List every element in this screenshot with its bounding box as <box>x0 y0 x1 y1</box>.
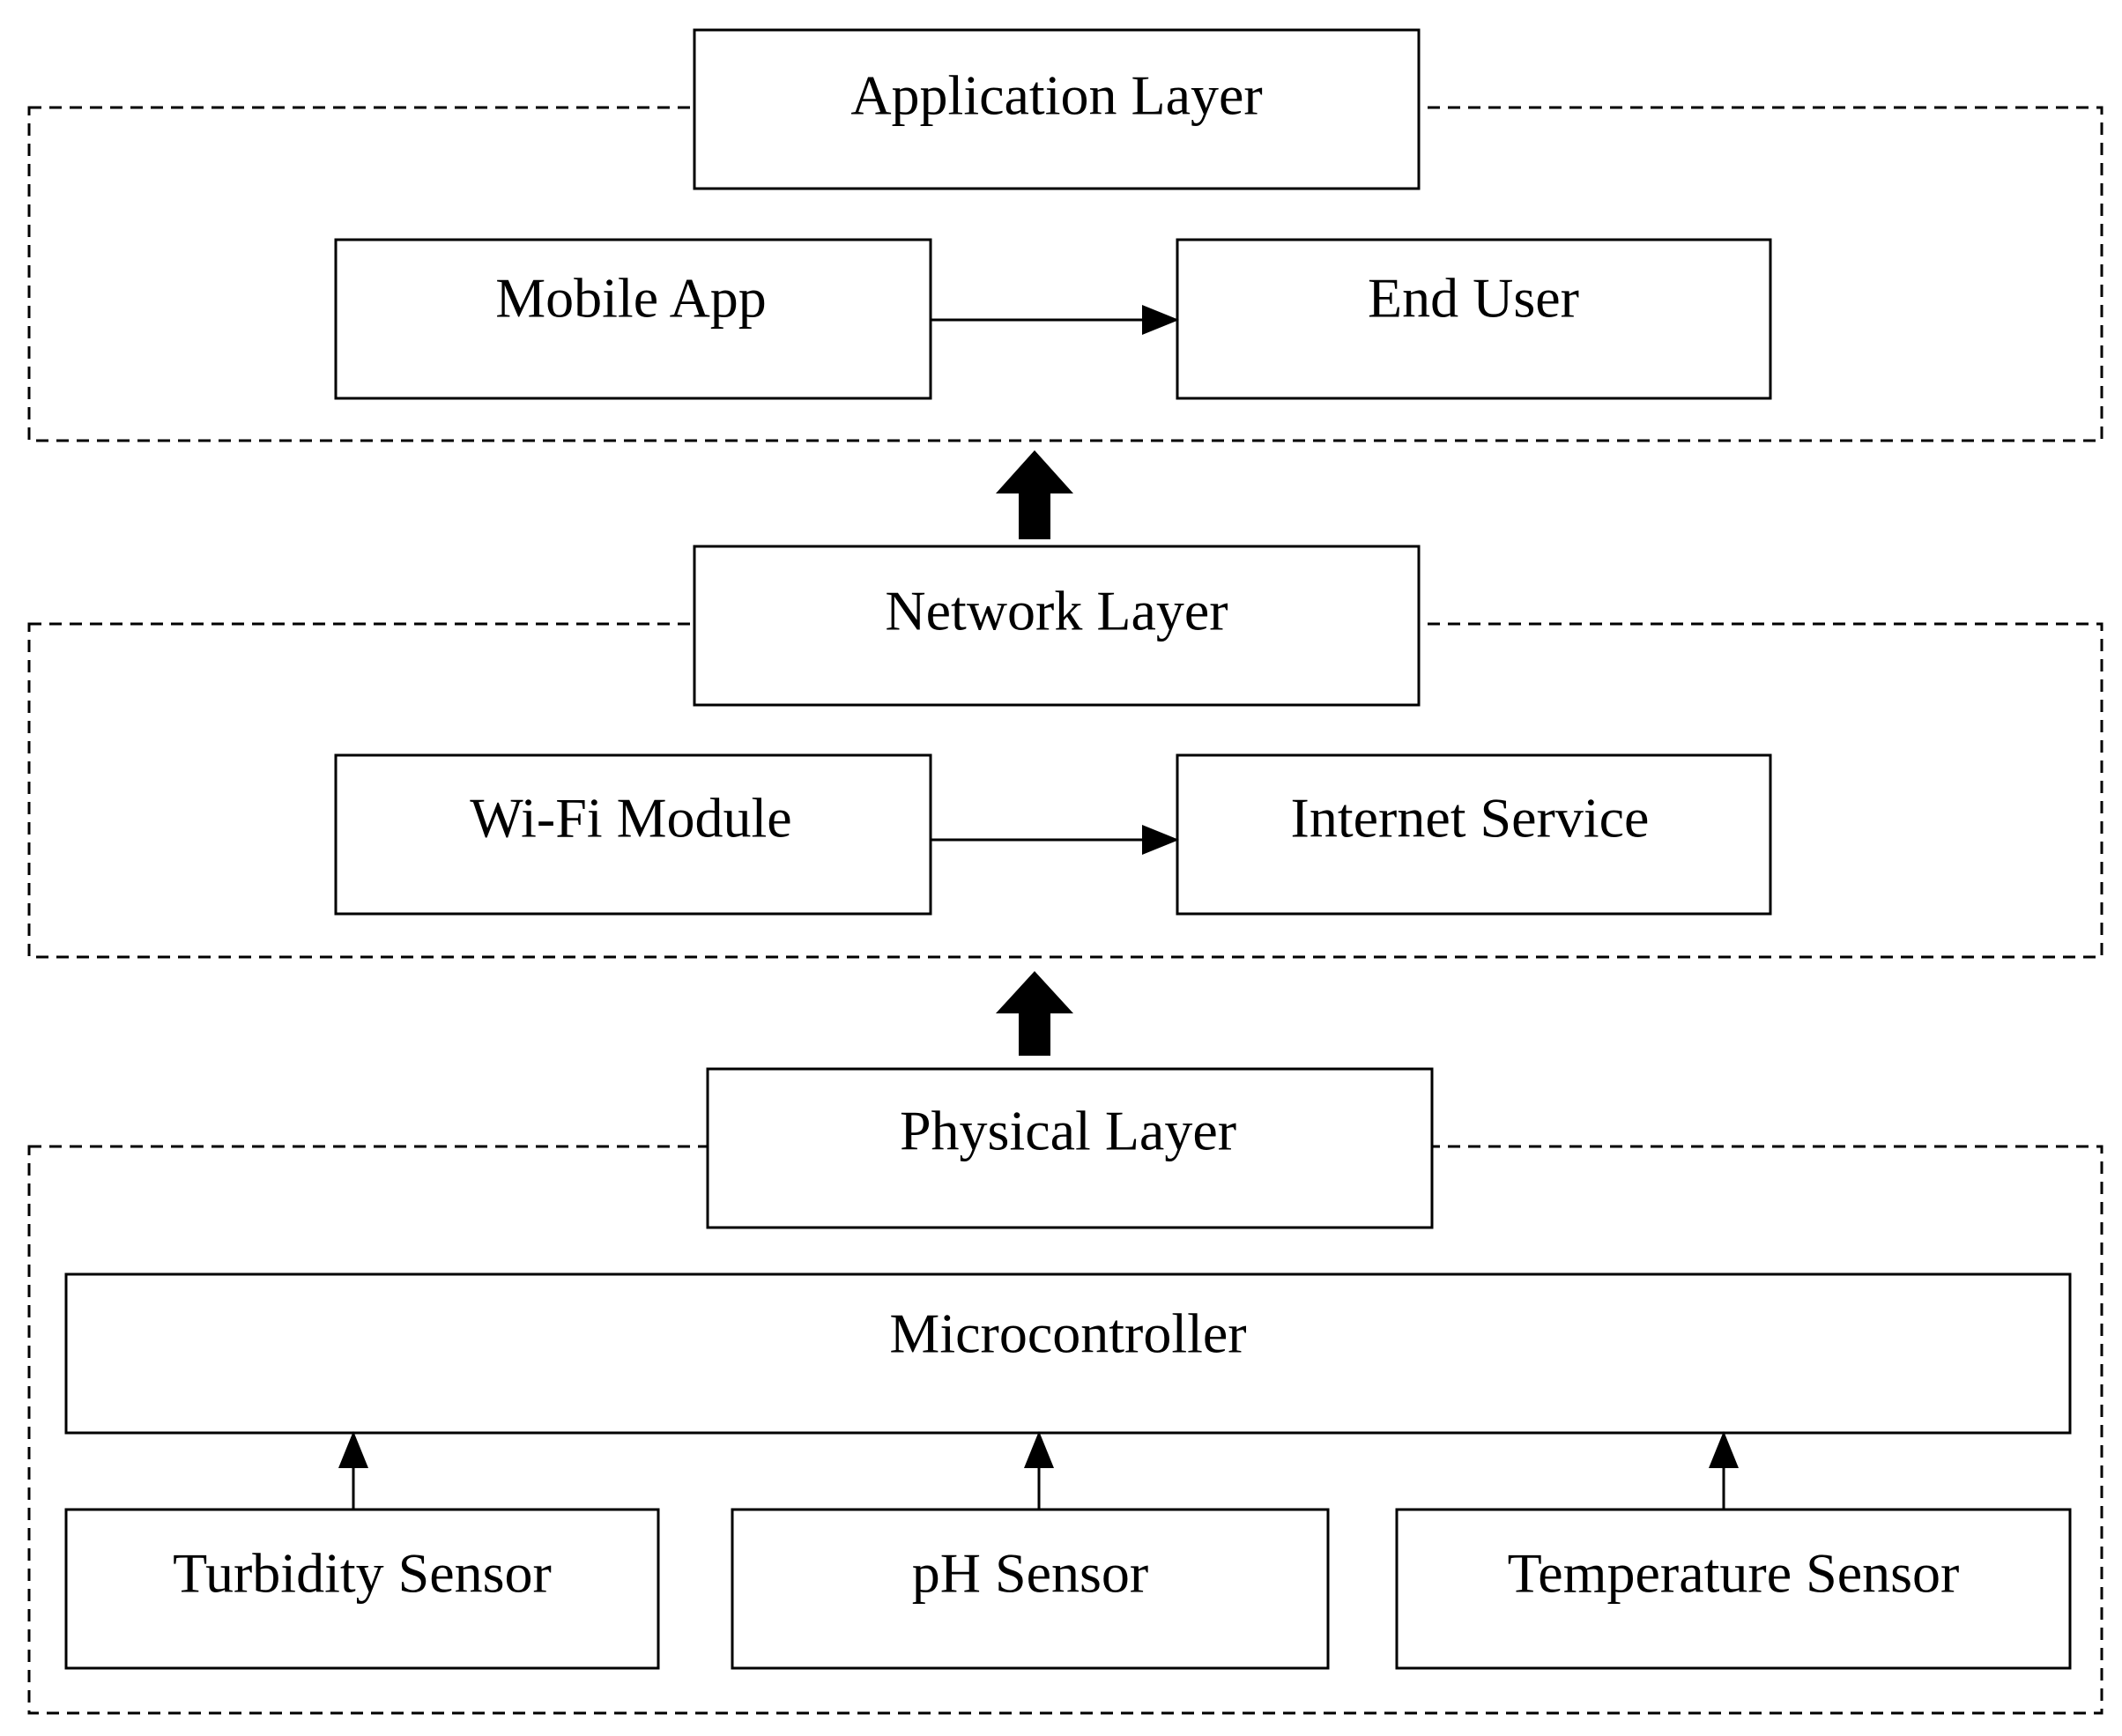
turbidity-sensor-box: Turbidity Sensor <box>64 1508 660 1670</box>
turbidity-sensor-label: Turbidity Sensor <box>173 1542 552 1605</box>
end-user-label: End User <box>1368 267 1579 330</box>
microcontroller-box: Microcontroller <box>64 1272 2072 1435</box>
internet-service-box: Internet Service <box>1176 753 1772 916</box>
physical-layer-title: Physical Layer <box>900 1100 1236 1162</box>
internet-service-label: Internet Service <box>1291 787 1650 849</box>
application-layer-title-box: Application Layer <box>693 28 1421 190</box>
mobile-app-box: Mobile App <box>334 238 932 400</box>
application-layer-title: Application Layer <box>850 64 1262 127</box>
physical-layer-title-box: Physical Layer <box>706 1067 1434 1229</box>
wifi-module-box: Wi-Fi Module <box>334 753 932 916</box>
ph-sensor-label: pH Sensor <box>912 1542 1148 1605</box>
wifi-module-label: Wi-Fi Module <box>470 787 791 849</box>
thick-arrow-physical-to-network <box>996 971 1073 1056</box>
ph-sensor-box: pH Sensor <box>731 1508 1330 1670</box>
network-layer-title-box: Network Layer <box>693 545 1421 707</box>
thick-arrow-network-to-application <box>996 450 1073 539</box>
network-layer-title: Network Layer <box>885 580 1228 642</box>
microcontroller-label: Microcontroller <box>889 1302 1246 1365</box>
temperature-sensor-label: Temperature Sensor <box>1508 1542 1960 1605</box>
mobile-app-label: Mobile App <box>495 267 767 330</box>
temperature-sensor-box: Temperature Sensor <box>1395 1508 2072 1670</box>
end-user-box: End User <box>1176 238 1772 400</box>
